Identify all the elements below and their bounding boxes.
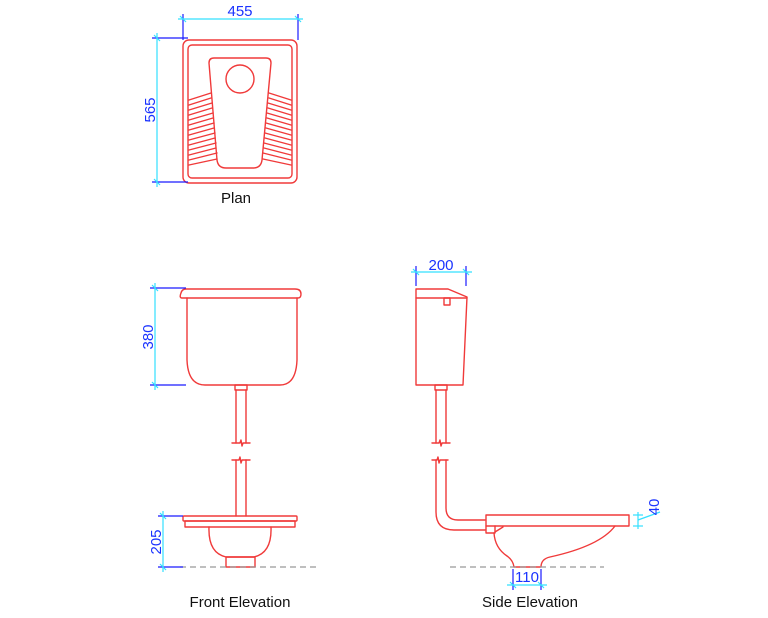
side-flush-pipe-outer: [435, 459, 486, 531]
front-pan-height-dimension: 205: [148, 511, 183, 572]
side-pipe-connector: [434, 384, 448, 391]
side-cistern-depth-value: 200: [428, 257, 453, 274]
side-pipe-break-top: [431, 439, 451, 447]
plan-outer-rim: [182, 39, 298, 184]
side-outlet-width-dimension: 110: [507, 569, 547, 590]
side-rim-thickness-value: 40: [646, 499, 663, 516]
front-pipe-break-bottom: [231, 456, 251, 464]
plan-left-foot-treads: [188, 92, 218, 166]
plan-label: Plan: [221, 190, 251, 207]
front-cistern-height-value: 380: [140, 324, 157, 349]
front-pan-height-value: 205: [148, 529, 165, 554]
side-cistern-body: [415, 288, 468, 386]
front-pan-rim-bottom: [184, 520, 296, 528]
front-cistern-lid: [179, 288, 302, 299]
front-pipe-connector: [234, 384, 248, 391]
plan-pan-opening: [208, 57, 272, 169]
front-elevation-view: 380 205 Front Elevation: [140, 283, 318, 611]
plan-inner-rim: [187, 44, 293, 179]
plan-width-dimension: 455: [178, 3, 303, 40]
side-elevation-view: 200 40 110 Side Elevation: [411, 257, 663, 611]
front-pan-outlet: [225, 556, 256, 568]
plan-depth-dimension: 565: [142, 33, 188, 187]
plan-right-foot-treads: [262, 92, 292, 166]
front-cistern-body: [186, 297, 298, 386]
front-elevation-label: Front Elevation: [190, 594, 291, 611]
side-rim-thickness-dimension: 40: [633, 499, 663, 529]
front-pipe-break-top: [231, 439, 251, 447]
plan-drain-hole: [225, 64, 255, 94]
side-outlet-width-value: 110: [515, 569, 539, 586]
side-elevation-label: Side Elevation: [482, 594, 578, 611]
side-flush-pipe-inner: [445, 459, 486, 521]
front-pan-bowl: [208, 526, 272, 558]
side-cistern-button: [443, 297, 451, 306]
plan-width-value: 455: [227, 3, 252, 20]
plan-view: 455 565 Plan: [142, 3, 303, 207]
side-pan-bowl: [493, 525, 616, 568]
side-pan-inlet: [485, 525, 496, 534]
plan-depth-value: 565: [142, 97, 159, 122]
side-pan-rim: [485, 514, 630, 527]
side-cistern-depth-dimension: 200: [411, 257, 472, 286]
front-cistern-height-dimension: 380: [140, 283, 186, 390]
front-pan-rim-top: [182, 515, 298, 522]
